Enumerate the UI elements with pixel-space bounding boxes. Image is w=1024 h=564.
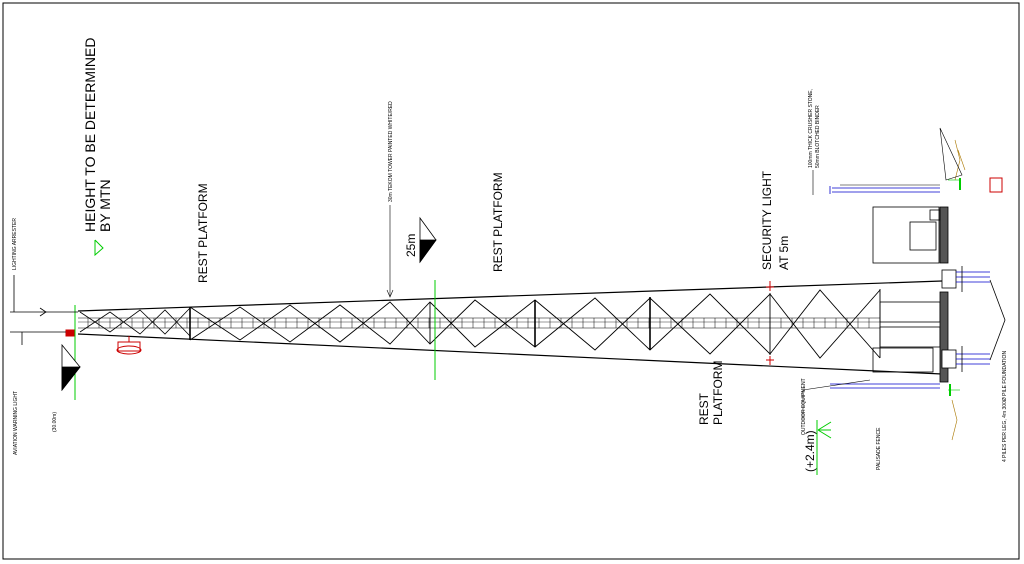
tower-base [872, 266, 1006, 383]
lightning-arrester-label: LIGHTING ARRESTER [12, 218, 18, 270]
outdoor-equipment-label: OUTDOOR EQUIPMENT [801, 378, 807, 435]
ground-hatch [939, 127, 966, 441]
level-markers [74, 239, 832, 475]
callout-box [989, 177, 1003, 193]
palisade-fence-label: PALISADE FENCE [876, 427, 882, 470]
rest-platform-label-2: REST PLATFORM [491, 172, 505, 272]
leader-lines [386, 170, 940, 420]
security-light-label-1: SECURITY LIGHT [760, 170, 774, 270]
crusher-note-line2: 50mm BLOTCHED BINDER [815, 105, 821, 168]
equipment-shelter [872, 206, 949, 264]
top-level-label: (30.00m) [52, 412, 58, 432]
ground-level-label: (+2.4m) [803, 430, 817, 472]
palisade-fence [829, 186, 940, 389]
level-25m-label: 25m [404, 234, 418, 257]
rest-platform-label-1: REST PLATFORM [196, 183, 210, 283]
height-note-line2: BY MTN [97, 179, 113, 232]
aviation-light-label: AVIATION WARNING LIGHT [13, 391, 19, 455]
crusher-note-line1: 100mm THICK CRUSHER STONE, [808, 89, 814, 168]
security-light-label-2: AT 5m [777, 236, 791, 270]
foundation-slab [939, 291, 949, 383]
level-triangles [61, 216, 437, 392]
aviation-light-icon [65, 329, 142, 355]
security-light-icon [766, 281, 774, 365]
rest-platform-label-3a: REST [697, 392, 711, 425]
rest-platform-label-3b: PLATFORM [711, 361, 725, 425]
tower-note-label: 30m TEKOM TOWER PAINTED WHITE/RED [388, 101, 394, 202]
tower-truss [77, 280, 943, 375]
lightning-arrester-icon [10, 275, 78, 345]
ladder-rungs [87, 318, 870, 328]
height-note-line1: HEIGHT TO BE DETERMINED [82, 38, 98, 232]
pile-foundation-label: 4 PILES PER LEG, 4m 300Ø PILE FOUNDATION [1002, 351, 1008, 462]
